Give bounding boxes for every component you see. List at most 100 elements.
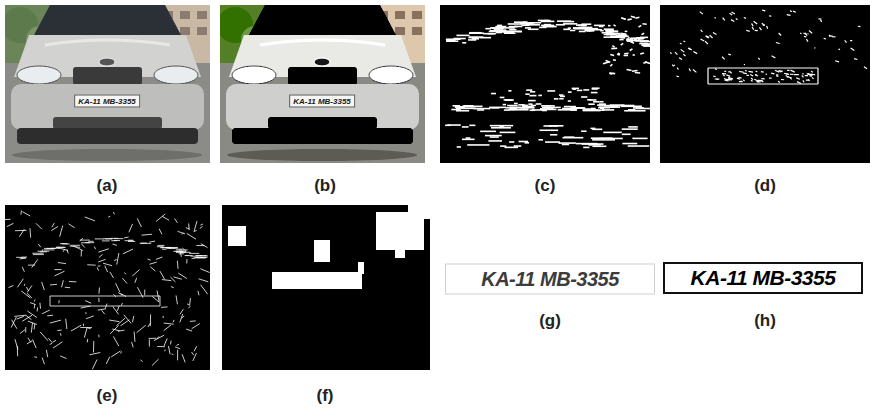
- edge-mark: [599, 106, 620, 108]
- car-photo-enhanced: [217, 5, 425, 163]
- edge-mark: [113, 306, 119, 314]
- edge-mark: [784, 73, 789, 74]
- edge-mark: [602, 109, 614, 111]
- edge-mark: [677, 68, 678, 70]
- edge-mark: [526, 89, 532, 91]
- edge-mark: [472, 38, 479, 40]
- edge-mark: [545, 26, 555, 28]
- edge-mark: [787, 77, 792, 78]
- panel-label: (g): [539, 311, 561, 331]
- edge-mark: [755, 74, 756, 76]
- edge-mark: [186, 329, 192, 331]
- edge-mark: [710, 35, 713, 38]
- edge-mark: [587, 99, 591, 101]
- edge-mark: [568, 100, 571, 102]
- edge-mark: [604, 28, 614, 30]
- edge-mark: [70, 246, 81, 247]
- edge-mark: [42, 310, 50, 314]
- edge-mark: [176, 344, 179, 345]
- edge-mark: [529, 95, 536, 97]
- edge-mark: [200, 224, 203, 225]
- edge-mark: [683, 40, 685, 42]
- edge-mark: [60, 356, 66, 359]
- edge-mark: [188, 223, 189, 229]
- edge-mark: [790, 11, 792, 12]
- edge-mark: [543, 105, 551, 107]
- edge-mark: [545, 141, 560, 143]
- edge-mark: [166, 248, 175, 249]
- edge-mark: [769, 15, 771, 16]
- edge-mark: [564, 106, 576, 108]
- edge-mark: [39, 303, 41, 309]
- edge-mark: [90, 353, 101, 355]
- edge-mark: [142, 234, 153, 236]
- edge-mark: [20, 330, 25, 334]
- edge-mark: [113, 212, 114, 214]
- edge-mark: [628, 145, 650, 147]
- edge-mark: [1, 219, 10, 220]
- edge-mark: [670, 52, 671, 54]
- car-photo: [2, 5, 210, 163]
- edge-mark: [592, 139, 615, 141]
- edge-mark: [34, 324, 36, 329]
- edge-mark: [174, 218, 177, 222]
- edge-mark: [111, 351, 120, 357]
- edge-mark: [178, 231, 185, 233]
- edge-mark: [33, 254, 44, 255]
- edge-mark: [137, 325, 146, 332]
- edge-mark: [190, 320, 196, 322]
- edge-mark: [776, 42, 780, 43]
- edge-mark: [591, 108, 596, 110]
- edge-mark: [463, 105, 473, 107]
- edge-mark: [624, 52, 628, 54]
- edge-mark: [58, 300, 59, 303]
- edge-mark: [132, 316, 133, 322]
- edge-mark: [609, 73, 612, 75]
- edge-mark: [563, 29, 570, 31]
- edge-mark: [693, 69, 697, 72]
- edge-mark: [724, 71, 726, 72]
- edge-mark: [125, 240, 134, 241]
- edge-mark: [44, 249, 54, 250]
- panel-label: (b): [314, 176, 336, 196]
- edge-mark: [779, 33, 782, 35]
- edge-image: [440, 5, 650, 163]
- edge-mark: [120, 351, 122, 353]
- edge-mark: [761, 78, 764, 80]
- edge-mark: [42, 358, 44, 365]
- edge-mark: [570, 107, 584, 109]
- plate-text: KA-11 MB-3355: [663, 262, 863, 294]
- edge-mark: [544, 24, 551, 26]
- edge-mark: [851, 48, 855, 51]
- edge-mark: [633, 54, 635, 56]
- edge-mark: [50, 306, 160, 307]
- edge-mark: [641, 44, 653, 46]
- edge-mark: [8, 285, 13, 287]
- edge-mark: [730, 71, 732, 73]
- edge-mark: [549, 125, 564, 127]
- edge-mark: [170, 341, 172, 345]
- edge-mark: [22, 267, 24, 272]
- edge-mark: [504, 147, 517, 149]
- edge-mark: [743, 72, 747, 74]
- edge-mark: [148, 259, 151, 260]
- edge-mark: [642, 23, 646, 25]
- edge-mark: [808, 74, 813, 76]
- edge-mark: [807, 33, 808, 34]
- edge-mark: [689, 48, 690, 49]
- edge-mark: [578, 27, 592, 29]
- edge-mark: [52, 223, 54, 227]
- edge-mark: [776, 74, 778, 76]
- edge-mark: [619, 39, 623, 41]
- edge-mark: [113, 294, 116, 297]
- edge-mark: [610, 36, 625, 38]
- edge-mark: [194, 231, 197, 232]
- edge-mark: [613, 59, 616, 61]
- edge-mark: [701, 30, 703, 32]
- edge-mark: [51, 248, 60, 249]
- edge-mark: [538, 95, 542, 97]
- edge-mark: [28, 265, 35, 266]
- edge-mark: [845, 40, 847, 42]
- edge-image: [5, 205, 210, 370]
- mask-blobs: [228, 205, 430, 289]
